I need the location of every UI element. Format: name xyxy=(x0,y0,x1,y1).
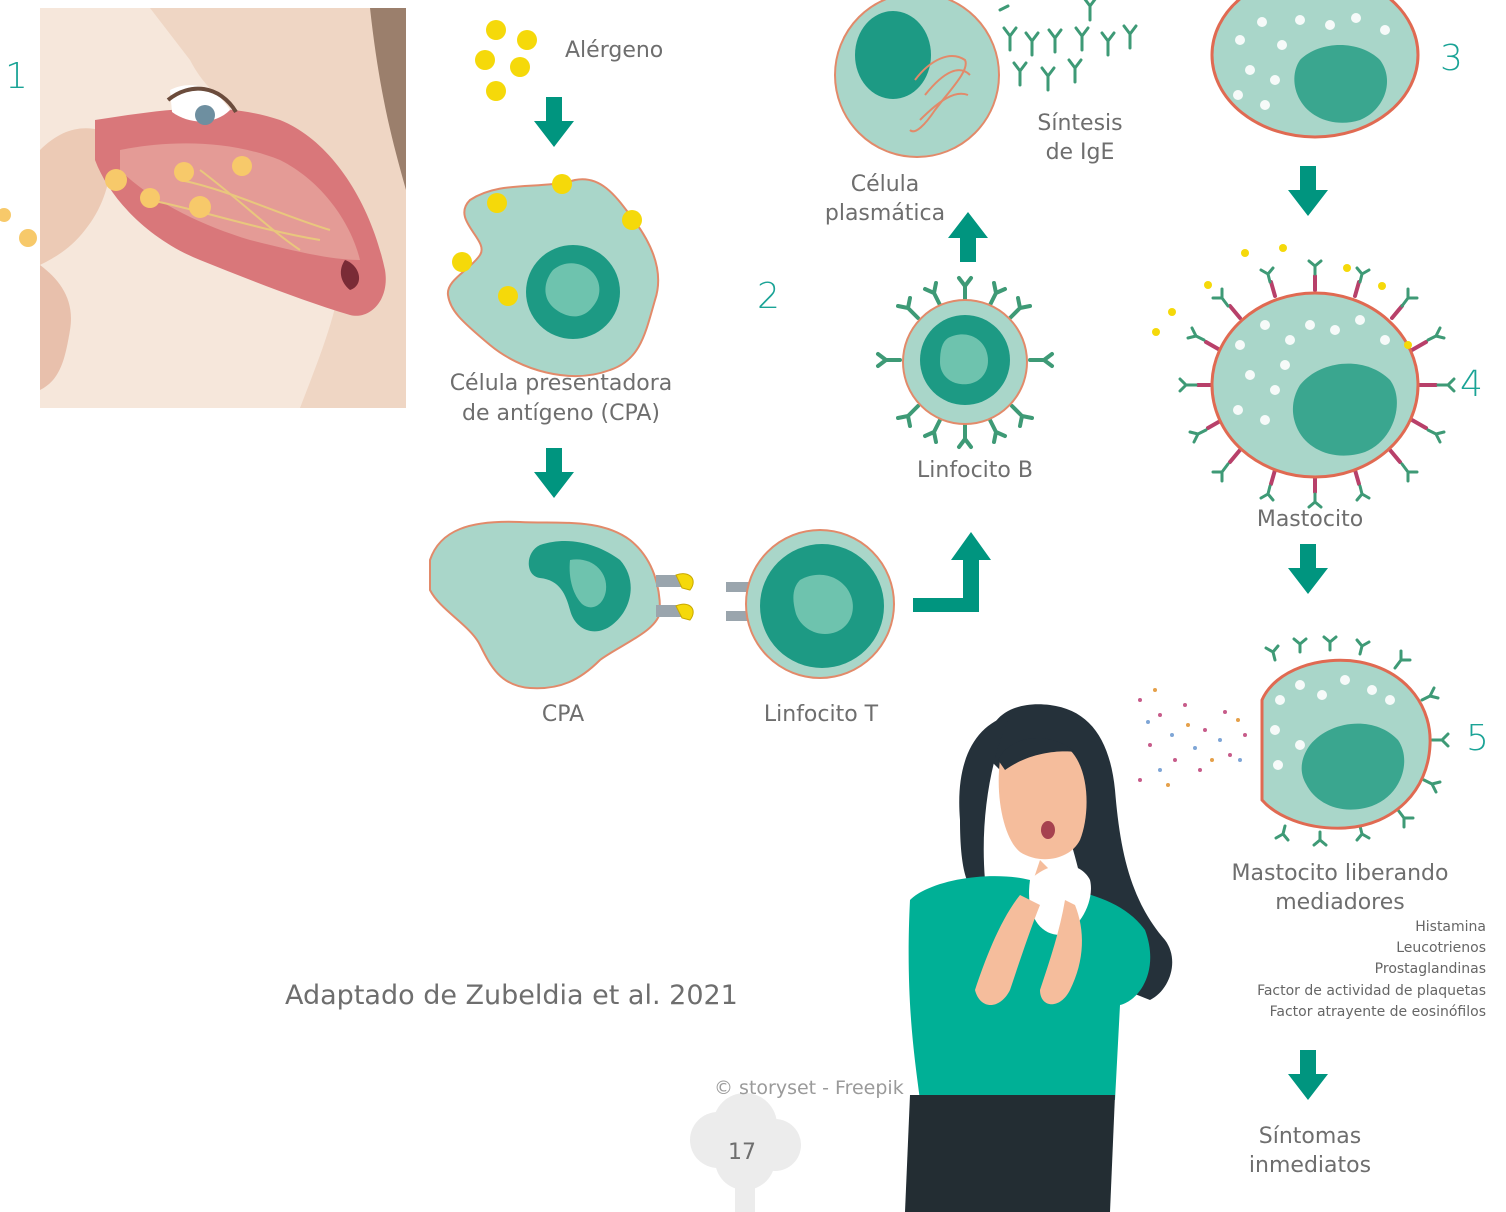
arrow-bend-up xyxy=(913,532,991,612)
plasma-label-line2: plasmática xyxy=(815,199,955,228)
arrow-down-5 xyxy=(1288,1050,1328,1100)
symptoms-label-line1: Síntomas xyxy=(1230,1122,1390,1151)
step-4-number: 4 xyxy=(1460,364,1483,405)
copyright-text: © storyset - Freepik xyxy=(714,1077,904,1099)
mast-cell-5 xyxy=(1138,637,1448,845)
cpa-label: CPA xyxy=(503,700,623,729)
step-5-number: 5 xyxy=(1466,718,1489,759)
arrow-down-2 xyxy=(534,448,574,498)
allergen-particles xyxy=(475,20,537,101)
step-1-number: 1 xyxy=(5,56,28,97)
mediator-item: Prostaglandinas xyxy=(1375,959,1486,980)
apc-cell xyxy=(448,174,658,376)
ige-label-line1: Síntesis xyxy=(1020,109,1140,138)
t-cell xyxy=(726,530,894,678)
releasing-label-line2: mediadores xyxy=(1210,888,1470,917)
b-cell xyxy=(878,278,1052,447)
t-cell-label: Linfocito T xyxy=(756,700,886,729)
step-2-number: 2 xyxy=(757,276,780,317)
arrow-down-3 xyxy=(1288,166,1328,216)
nose-illustration xyxy=(0,8,406,408)
mast-cell-4 xyxy=(1152,244,1454,507)
woman-sneezing-illustration xyxy=(905,704,1172,1212)
arrow-down-4 xyxy=(1288,544,1328,594)
b-cell-label: Linfocito B xyxy=(905,456,1045,485)
plasma-label-line1: Célula xyxy=(815,170,955,199)
mast-cell-3 xyxy=(1212,0,1418,137)
source-credit: Adaptado de Zubeldia et al. 2021 xyxy=(285,980,738,1011)
apc-bottom xyxy=(430,522,693,688)
plasma-cell xyxy=(835,0,999,157)
allergen-label: Alérgeno xyxy=(565,36,663,65)
mediator-item: Histamina xyxy=(1415,917,1486,938)
releasing-label-line1: Mastocito liberando xyxy=(1210,859,1470,888)
arrow-down-1 xyxy=(534,97,574,147)
mast-cell-label: Mastocito xyxy=(1245,505,1375,534)
ige-antibodies xyxy=(1000,0,1136,90)
mediator-item: Leucotrienos xyxy=(1396,938,1486,959)
step-3-number: 3 xyxy=(1440,38,1463,79)
apc-label-line1: Célula presentadora xyxy=(441,369,681,398)
mediator-item: Factor de actividad de plaquetas xyxy=(1257,981,1486,1002)
apc-label-line2: de antígeno (CPA) xyxy=(441,399,681,428)
symptoms-label-line2: inmediatos xyxy=(1230,1151,1390,1180)
page-number: 17 xyxy=(728,1140,756,1165)
ige-label-line2: de IgE xyxy=(1020,138,1140,167)
mediator-item: Factor atrayente de eosinófilos xyxy=(1270,1002,1486,1023)
